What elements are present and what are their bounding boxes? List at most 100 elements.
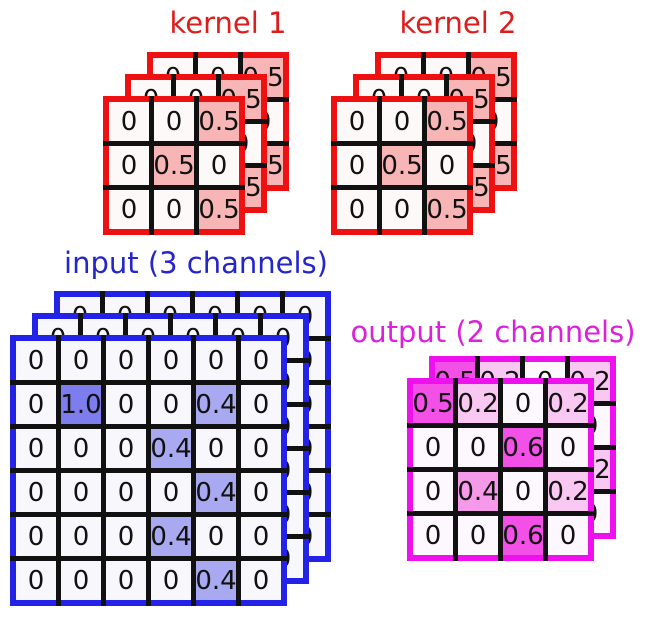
matrix-cell: 0 bbox=[154, 102, 194, 141]
matrix-cell: 0 bbox=[240, 385, 280, 424]
grid-line-horizontal bbox=[54, 424, 331, 429]
grid-line-horizontal bbox=[331, 185, 473, 190]
grid-line-vertical bbox=[444, 74, 449, 213]
matrix-cell: 0 bbox=[176, 168, 216, 207]
matrix-cell: 0 bbox=[128, 407, 168, 446]
matrix-cell: 0 bbox=[263, 407, 303, 446]
matrix-cell: 0 bbox=[480, 406, 520, 445]
matrix-cell: 0 bbox=[151, 385, 191, 424]
matrix-cell: 0 bbox=[359, 124, 399, 163]
matrix-cell: 0.4 bbox=[194, 385, 236, 424]
matrix-cell: 0 bbox=[471, 102, 511, 141]
grid-line-horizontal bbox=[103, 141, 245, 146]
matrix-cell: 0.4 bbox=[194, 473, 236, 512]
matrix-cell: 0.5 bbox=[198, 102, 240, 141]
grid-line-horizontal bbox=[331, 141, 473, 146]
grid-line-horizontal bbox=[10, 556, 287, 561]
grid-line-vertical bbox=[149, 96, 154, 235]
matrix-cell: 0.4 bbox=[172, 495, 214, 534]
matrix-cell: 0 bbox=[413, 516, 453, 555]
grid-line-horizontal bbox=[32, 446, 309, 451]
matrix-cell: 0 bbox=[337, 190, 377, 229]
matrix-cell: 0 bbox=[60, 429, 100, 468]
matrix-cell: 0 bbox=[337, 102, 377, 141]
grid-line-vertical bbox=[191, 335, 196, 606]
matrix-cell: 0 bbox=[153, 102, 193, 141]
matrix-cell: 1.0 bbox=[82, 363, 124, 402]
matrix-cell: 0 bbox=[382, 190, 422, 229]
matrix-cell: 0.4 bbox=[217, 363, 259, 402]
grid-line-horizontal bbox=[10, 380, 287, 385]
grid-line-vertical bbox=[56, 335, 61, 606]
matrix-cell: 0.5 bbox=[434, 362, 476, 401]
matrix-cell: 0 bbox=[435, 494, 475, 533]
matrix-cell: 0.4 bbox=[195, 385, 237, 424]
grid-line-vertical bbox=[377, 96, 382, 235]
matrix-cell: 0 bbox=[109, 190, 149, 229]
matrix-cell: 0.4 bbox=[239, 517, 281, 556]
matrix-cell: 0 bbox=[38, 363, 78, 402]
matrix-cell: 0 bbox=[263, 363, 303, 402]
matrix-cell: 0.2 bbox=[547, 472, 589, 511]
matrix-cell: 0 bbox=[106, 561, 146, 600]
matrix-cell: 0 bbox=[240, 297, 280, 336]
matrix-cell: 0.5 bbox=[426, 190, 468, 229]
matrix-cell: 0 bbox=[381, 146, 421, 185]
grid-line-horizontal bbox=[32, 402, 309, 407]
matrix-cell: 0 bbox=[198, 146, 238, 185]
matrix-cell: 0.6 bbox=[524, 494, 566, 533]
matrix-cell: 0 bbox=[150, 341, 190, 380]
grid-line-vertical bbox=[422, 96, 427, 235]
matrix-cell: 0 bbox=[105, 297, 145, 336]
matrix-cell: 0 bbox=[263, 319, 303, 358]
matrix-cell: 0 bbox=[199, 146, 239, 185]
matrix-cell: 0 bbox=[150, 517, 190, 556]
matrix-cell: 0 bbox=[61, 429, 101, 468]
matrix-cell: 0 bbox=[263, 495, 303, 534]
matrix-cell: 0 bbox=[173, 363, 213, 402]
matrix-cell: 0 bbox=[218, 407, 258, 446]
matrix-cell: 0 bbox=[426, 146, 466, 185]
matrix-cell: 0 bbox=[404, 168, 444, 207]
grid-line-horizontal bbox=[54, 512, 331, 517]
matrix-cell: 0.6 bbox=[502, 428, 544, 467]
matrix-cell: 0.5 bbox=[412, 384, 454, 423]
grid-line-horizontal bbox=[32, 534, 309, 539]
matrix-cell: 0 bbox=[131, 168, 171, 207]
matrix-cell: 0 bbox=[241, 561, 281, 600]
matrix-cell: 0 bbox=[337, 146, 377, 185]
matrix-cell: 0.4 bbox=[195, 561, 237, 600]
matrix-cell: 0 bbox=[60, 473, 100, 512]
matrix-cell: 0 bbox=[150, 429, 190, 468]
matrix-cell: 0 bbox=[16, 517, 56, 556]
grid-line-vertical bbox=[238, 52, 243, 191]
grid-line-vertical bbox=[565, 356, 570, 539]
matrix-cell: 0 bbox=[150, 297, 190, 336]
matrix-cell: 0 bbox=[570, 406, 610, 445]
matrix-cell: 0.4 bbox=[479, 450, 521, 489]
matrix-cell: 0 bbox=[426, 58, 466, 97]
matrix-cell: 0 bbox=[285, 429, 325, 468]
grid-line-horizontal bbox=[103, 185, 245, 190]
matrix-cell: 0.5 bbox=[425, 102, 467, 141]
grid-line-vertical bbox=[421, 52, 426, 191]
matrix-cell: 0.5 bbox=[198, 190, 240, 229]
matrix-cell: 0.4 bbox=[150, 517, 192, 556]
grid-line-horizontal bbox=[429, 489, 616, 494]
matrix-cell: 0 bbox=[61, 517, 101, 556]
matrix-cell: 0.2 bbox=[457, 384, 499, 423]
grid-line-horizontal bbox=[54, 336, 331, 341]
grid-line-vertical bbox=[145, 291, 150, 562]
matrix-cell: 0.4 bbox=[217, 539, 259, 578]
grid-line-vertical bbox=[498, 378, 503, 561]
matrix-cell: 0 bbox=[38, 451, 78, 490]
